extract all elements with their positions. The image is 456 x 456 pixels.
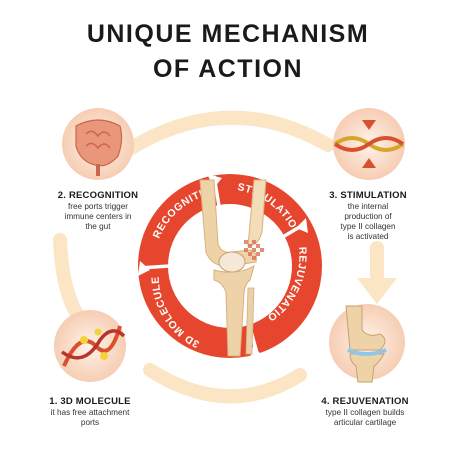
stimulation-desc-line: type II collagen	[340, 222, 396, 231]
knee-joint-icon	[329, 304, 405, 383]
collagen-fiber-icon	[333, 108, 405, 180]
page-title-line2: OF ACTION	[152, 55, 304, 83]
rejuvenation-desc-line: type II collagen builds	[325, 408, 405, 417]
rejuvenation-desc-line: articular cartilage	[333, 418, 397, 427]
rejuvenation-desc: type II collagen builds articular cartil…	[300, 408, 430, 428]
recognition-desc-line: immune centers in	[64, 212, 132, 221]
stimulation-desc-line: the internal	[347, 202, 389, 211]
knee-bones-illustration	[199, 179, 267, 357]
stimulation-desc-line: production of	[344, 212, 392, 221]
page-title-line1: UNIQUE MECHANISM	[86, 20, 370, 48]
recognition-title: 2. RECOGNITION	[57, 190, 139, 201]
recognition-desc-line: the gut	[85, 222, 111, 231]
molecule-desc-line: ports	[80, 418, 100, 427]
molecule-desc: it has free attachment ports	[30, 408, 150, 428]
stimulation-title: 3. STIMULATION	[329, 190, 407, 201]
stimulation-desc: the internal production of type II colla…	[318, 202, 418, 242]
rejuvenation-title: 4. REJUVENATION	[321, 396, 409, 407]
guide-arcs	[53, 110, 397, 404]
recognition-desc-line: free ports trigger	[67, 202, 129, 211]
recognition-desc: free ports trigger immune centers in the…	[48, 202, 148, 232]
down-arrow-icon	[357, 278, 397, 304]
intestine-icon	[62, 108, 134, 180]
molecule-title: 1. 3D MOLECULE	[49, 396, 131, 407]
triple-helix-icon	[54, 310, 126, 382]
molecule-desc-line: it has free attachment	[50, 408, 130, 417]
stimulation-desc-line: is activated	[347, 232, 389, 241]
